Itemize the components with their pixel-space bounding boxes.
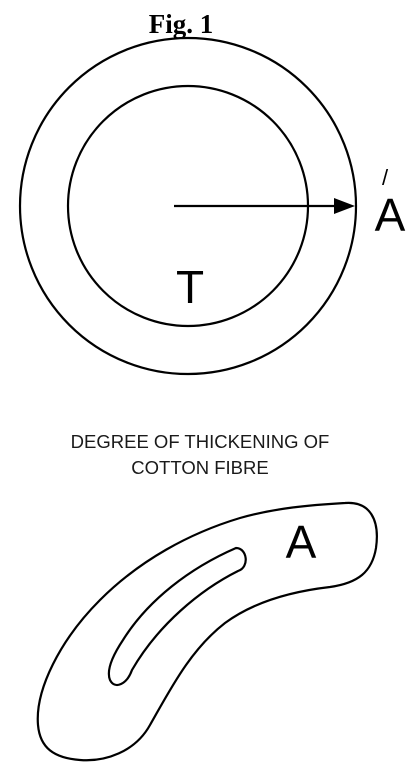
inner-label-t: T xyxy=(176,261,204,313)
caption-line-1: DEGREE OF THICKENING OF xyxy=(71,431,330,452)
cross-section-diagram: T A / xyxy=(20,38,406,374)
figure-title: Fig. 1 xyxy=(149,9,214,39)
caption-line-2: COTTON FIBRE xyxy=(131,457,268,478)
outer-label-prime-mark: / xyxy=(382,165,389,190)
radius-arrowhead xyxy=(334,198,355,214)
outer-label-a: A xyxy=(375,189,406,241)
fibre-lumen xyxy=(109,548,246,685)
fibre-outline xyxy=(38,503,377,760)
fibre-label-a: A xyxy=(286,516,317,568)
fibre-shape-diagram: A xyxy=(38,503,377,760)
